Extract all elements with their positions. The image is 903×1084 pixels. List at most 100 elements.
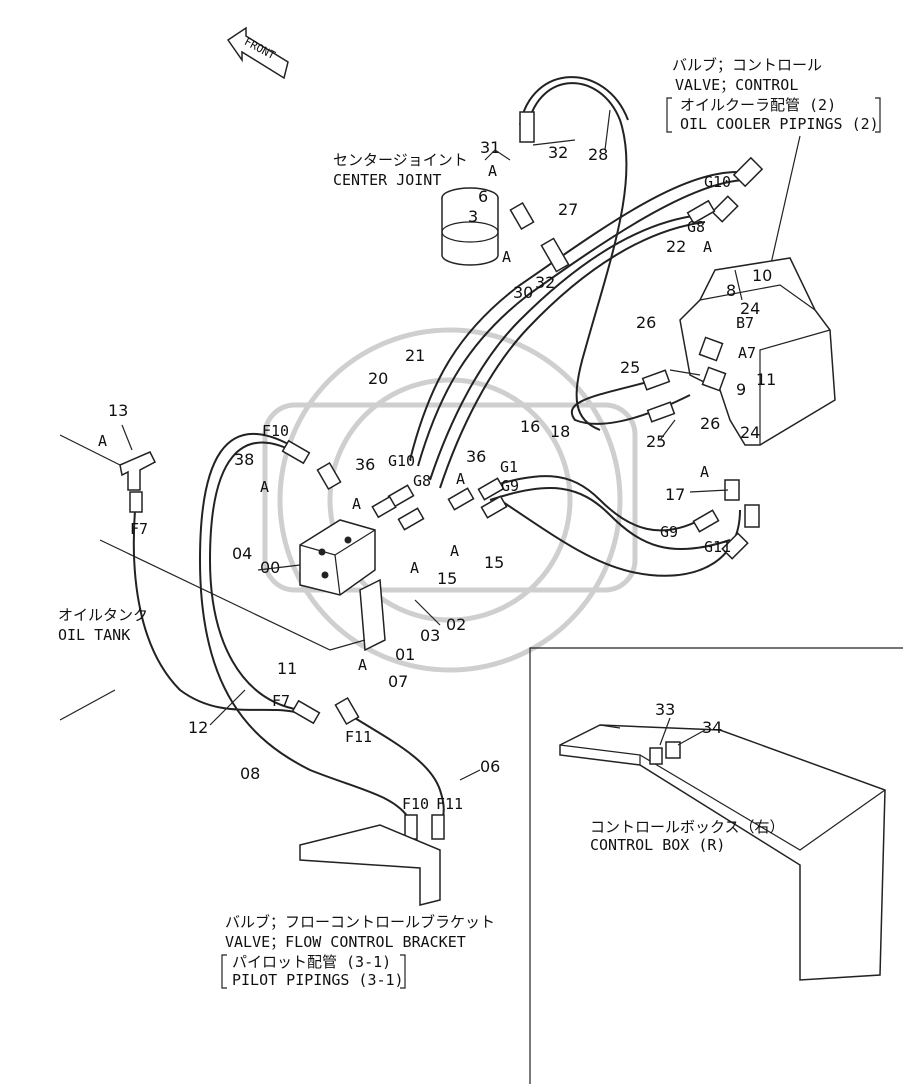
hose-g9 — [479, 475, 701, 532]
part-12: 12 — [188, 718, 208, 737]
callout-a: A — [410, 559, 419, 577]
port-b7: B7 — [736, 314, 754, 332]
part-20: 20 — [368, 369, 388, 388]
fittings — [129, 111, 764, 840]
part-22: 22 — [666, 237, 686, 256]
flow-control-valve — [299, 519, 376, 596]
part-17: 17 — [665, 485, 685, 504]
part-10: 10 — [752, 266, 772, 285]
part-26: 26 — [636, 313, 656, 332]
part-15: 15 — [437, 569, 457, 588]
port-f11b: F11 — [436, 795, 463, 813]
oil-cooler-pipings-jp: オイルクーラ配管 (2) — [680, 96, 836, 114]
bracket-right — [875, 97, 881, 133]
part-34: 34 — [702, 718, 722, 737]
flow-bracket-jp: バルブ；フローコントロールブラケット — [225, 913, 495, 931]
part-30: 30 — [513, 283, 533, 302]
pilot-pipings-en: PILOT PIPINGS (3-1) — [232, 971, 404, 989]
part-01: 01 — [395, 645, 415, 664]
port-g9: G9 — [660, 523, 678, 541]
port-g8b: G8 — [413, 472, 431, 490]
port-g1: G1 — [500, 458, 518, 476]
flow-bracket-en: VALVE；FLOW CONTROL BRACKET — [225, 933, 466, 951]
part-38: 38 — [234, 450, 254, 469]
hose-g10-upper — [409, 170, 741, 461]
port-f10b: F10 — [402, 795, 429, 813]
port-g9b: G9 — [501, 477, 519, 495]
callout-a: A — [502, 248, 511, 266]
part-04: 04 — [232, 544, 252, 563]
valve-control-en: VALVE；CONTROL — [675, 76, 798, 94]
hose-06 — [349, 714, 445, 826]
part-11b: 11 — [277, 659, 297, 678]
part-32: 32 — [548, 143, 568, 162]
part-26b: 26 — [700, 414, 720, 433]
part-16: 16 — [520, 417, 540, 436]
part-36: 36 — [355, 455, 375, 474]
hose-25 — [570, 379, 691, 425]
control-box-jp: コントロールボックス（右） — [590, 818, 785, 836]
callout-a: A — [456, 470, 465, 488]
control-box-inset — [529, 647, 903, 1084]
oil-tank-en: OIL TANK — [58, 626, 130, 644]
hose-g11 — [489, 487, 731, 551]
callout-a: A — [703, 238, 712, 256]
port-f11: F11 — [345, 728, 372, 746]
part-28: 28 — [588, 145, 608, 164]
part-25: 25 — [620, 358, 640, 377]
part-11: 11 — [756, 370, 776, 389]
callout-a: A — [98, 432, 107, 450]
callout-a: A — [450, 542, 459, 560]
part-18: 18 — [550, 422, 570, 441]
hose-f7 — [132, 509, 296, 713]
part-6: 6 — [478, 187, 488, 206]
front-arrow: FRONT — [226, 26, 289, 80]
part-03: 03 — [420, 626, 440, 645]
hose-12 — [208, 441, 301, 711]
part-36b: 36 — [466, 447, 486, 466]
part-31: 31 — [480, 138, 500, 157]
part-25b: 25 — [646, 432, 666, 451]
port-g10: G10 — [704, 173, 731, 191]
port-g10b: G10 — [388, 452, 415, 470]
bracket-left — [666, 97, 672, 133]
control-valve-body — [679, 257, 836, 446]
part-15b: 15 — [484, 553, 504, 572]
part-02: 02 — [446, 615, 466, 634]
center-joint-en: CENTER JOINT — [333, 171, 441, 189]
callout-a: A — [260, 478, 269, 496]
oil-tank-jp: オイルタンク — [58, 606, 148, 624]
part-27: 27 — [558, 200, 578, 219]
part-3: 3 — [468, 207, 478, 226]
port-a7: A7 — [738, 344, 756, 362]
part-8: 8 — [726, 281, 736, 300]
part-08: 08 — [240, 764, 260, 783]
callout-a: A — [700, 463, 709, 481]
hose-28 — [519, 76, 629, 431]
oil-cooler-pipings-en: OIL COOLER PIPINGS (2) — [680, 115, 879, 133]
center-joint-drum — [441, 187, 499, 266]
port-f10: F10 — [262, 422, 289, 440]
valve-control-jp: バルブ；コントロール — [672, 56, 822, 74]
callout-a: A — [488, 162, 497, 180]
part-32b: 32 — [535, 273, 555, 292]
port-f7: F7 — [130, 520, 148, 538]
port-g11: G11 — [704, 538, 731, 556]
callout-a: A — [358, 656, 367, 674]
port-f7b: F7 — [272, 692, 290, 710]
leader-lines — [121, 109, 743, 781]
callout-a: A — [352, 495, 361, 513]
flow-control-bracket-plate — [299, 824, 441, 906]
hose-g10-upper-b — [417, 179, 746, 467]
part-21: 21 — [405, 346, 425, 365]
tee-fitting-13 — [59, 434, 156, 721]
part-13: 13 — [108, 401, 128, 420]
hose-g8-upper-b — [439, 221, 706, 489]
part-33: 33 — [655, 700, 675, 719]
part-24b: 24 — [740, 423, 760, 442]
hose-08 — [198, 433, 411, 821]
watermark-gear — [262, 327, 638, 673]
part-00: 00 — [260, 558, 280, 577]
port-g8: G8 — [687, 218, 705, 236]
control-box-en: CONTROL BOX (R) — [590, 836, 725, 854]
